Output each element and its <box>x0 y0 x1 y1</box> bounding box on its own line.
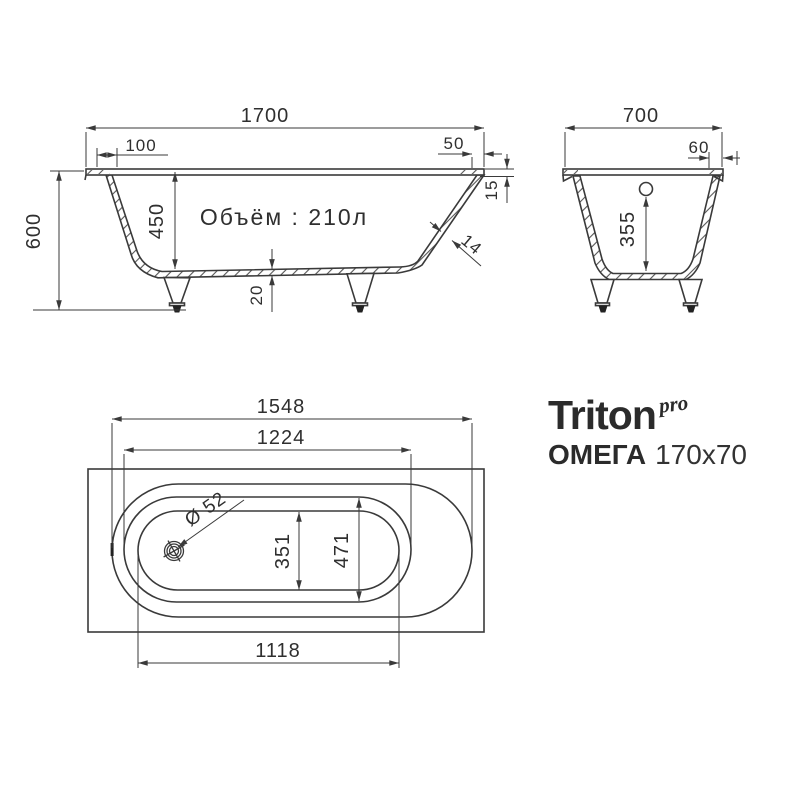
drain-icon <box>163 540 185 562</box>
end-view-labels: 700 60 355 <box>617 105 710 247</box>
model-size: 170x70 <box>655 439 747 470</box>
model-row: ОМЕГА 170x70 <box>548 439 793 471</box>
rim-hatch-left <box>564 170 578 174</box>
side-view-drawing <box>84 168 486 313</box>
dim-overall-height-label: 600 <box>23 213 45 249</box>
dim-bottom-length <box>137 553 400 668</box>
dim-rim-offset <box>688 151 740 168</box>
dim-right-offset <box>438 151 502 168</box>
dim-inner-rim-width-label: 471 <box>331 532 353 568</box>
dim-right-offset-label: 50 <box>444 134 465 153</box>
brand-block: Tritonpro ОМЕГА 170x70 <box>548 390 793 471</box>
end-view-drawing <box>562 168 724 313</box>
rim-lip-left <box>562 174 573 183</box>
dim-bottom-length-label: 1118 <box>255 640 301 662</box>
rim-lip-right <box>713 174 724 183</box>
bathtub-rim-edge <box>85 168 485 176</box>
bathtub-shell-section <box>571 175 722 281</box>
rim-hatch-right <box>460 170 483 174</box>
dim-width-label: 700 <box>623 105 659 127</box>
rim-hatch-left <box>87 170 110 174</box>
dim-width <box>564 125 723 167</box>
dim-overall-height <box>33 170 186 311</box>
overflow-mark <box>110 543 114 556</box>
brand-row: Tritonpro <box>548 390 793 438</box>
drain-diameter-label: Ø 52 <box>181 488 230 531</box>
dim-rim-edge-height <box>480 154 514 203</box>
right-leg <box>677 278 704 313</box>
bathtub-outer-outline <box>87 468 485 633</box>
rim-hatch-right <box>708 170 722 174</box>
dim-overflow-height-label: 355 <box>617 211 639 247</box>
right-leg <box>345 272 376 313</box>
plan-view-dimensions <box>111 416 473 668</box>
dim-left-offset <box>96 148 168 167</box>
end-view-dimensions <box>564 125 740 271</box>
dim-rim-edge-height-label: 15 <box>482 180 501 201</box>
dim-rim-offset-label: 60 <box>689 138 710 157</box>
dim-rim-length-label: 1548 <box>257 396 306 418</box>
dim-bottom-thickness-label: 20 <box>247 285 266 306</box>
volume-label: Объём : 210л <box>200 204 368 230</box>
left-leg <box>162 276 192 313</box>
dim-length <box>85 125 485 167</box>
dim-rim-length <box>111 416 473 548</box>
dim-inner-rim-length <box>123 447 412 552</box>
side-view-labels: 1700 100 50 15 450 20 14 600 Объём : 210… <box>23 105 501 305</box>
plan-view-labels: 1548 1224 1118 351 471 Ø 52 <box>181 396 353 662</box>
model-name: ОМЕГА <box>548 439 647 470</box>
side-view-dimensions <box>33 125 514 312</box>
bathtub-bottom-outline <box>137 510 400 591</box>
drain-leader-line <box>177 499 245 548</box>
dim-left-offset-label: 100 <box>125 136 156 155</box>
bathtub-rim-edge <box>562 168 724 176</box>
dim-wall-thickness <box>429 221 482 267</box>
brand-suffix: pro <box>657 390 690 418</box>
brand-name: Triton <box>548 392 657 438</box>
rim-lip-left <box>84 174 87 181</box>
dim-length-label: 1700 <box>241 105 290 127</box>
dim-depth-label: 450 <box>146 203 168 239</box>
left-leg <box>589 278 616 313</box>
dim-bottom-width-label: 351 <box>272 533 294 569</box>
overflow-hole-icon <box>638 181 654 197</box>
dim-inner-rim-length-label: 1224 <box>257 427 306 449</box>
dim-wall-thickness-label: 14 <box>457 231 485 259</box>
